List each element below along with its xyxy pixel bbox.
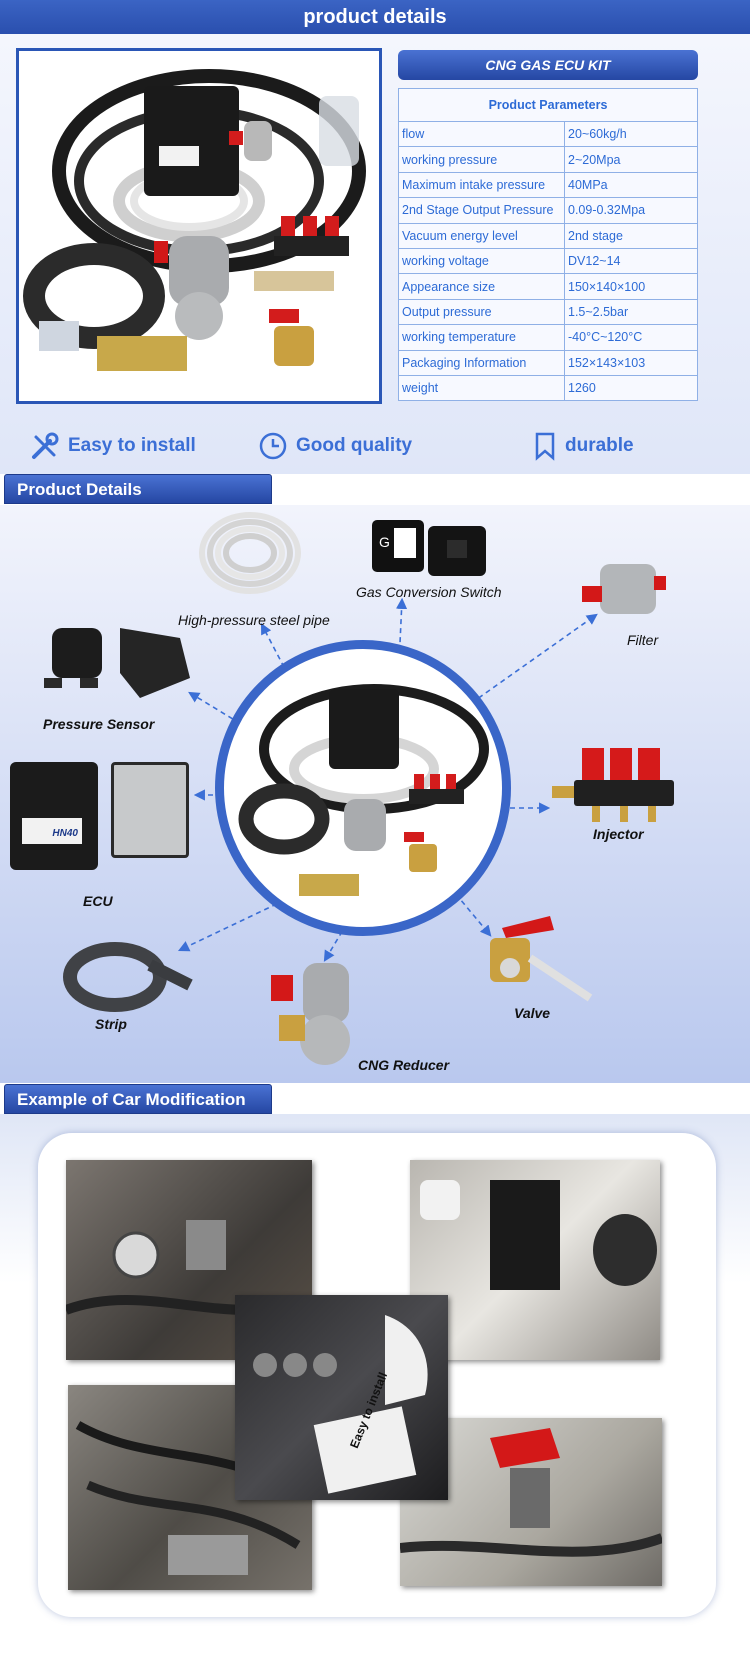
feature-label: Good quality [296,435,413,456]
pressure-sensor-image [44,628,190,698]
label-strip: Strip [95,1016,127,1032]
example-tab: Example of Car Modification [4,1084,272,1114]
label-ecu: ECU [83,893,113,909]
gas-switch-image: G [372,520,424,572]
feature-label: Easy to install [68,435,196,456]
product-details-tab: Product Details [4,474,272,504]
feature-easy-install: Easy to install [30,428,196,464]
kit-overview-circle [215,640,511,936]
kit-title-banner: CNG GAS ECU KIT [398,50,698,80]
table-row: working temperature -40°C~120°C [398,324,698,351]
feature-good-quality: Good quality [258,428,412,464]
bookmark-icon [535,432,555,461]
injector-image [552,748,674,822]
valve-image [490,916,593,1002]
page-title: product details [0,0,750,34]
ecu-image: HN40 [10,762,98,870]
label-cng-reducer: CNG Reducer [358,1057,450,1073]
strip-image [63,942,193,1012]
feature-label: durable [565,435,634,456]
label-valve: Valve [514,1005,551,1021]
label-steel-pipe: High-pressure steel pipe [178,612,330,628]
clock-icon [259,432,287,460]
ecu-back-image [111,762,189,858]
label-pressure-sensor: Pressure Sensor [43,716,155,732]
label-filter: Filter [627,632,659,648]
cng-reducer-image [271,963,350,1065]
ecu-installed-photo [410,1160,660,1360]
dashboard-switch-photo: Easy to install [235,1295,448,1500]
gas-switch-back-image [428,526,486,576]
label-injector: Injector [593,826,644,842]
ecu-model-label: HN40 [22,818,82,844]
label-gas-switch: Gas Conversion Switch [356,584,502,600]
filter-image [582,564,666,614]
switch-letter: G [379,534,390,550]
parameters-heading: Product Parameters [398,88,698,122]
feature-durable: durable [533,428,634,464]
kit-photo [16,48,382,404]
steel-pipe-image [199,512,301,594]
wrench-screwdriver-icon [32,432,59,459]
